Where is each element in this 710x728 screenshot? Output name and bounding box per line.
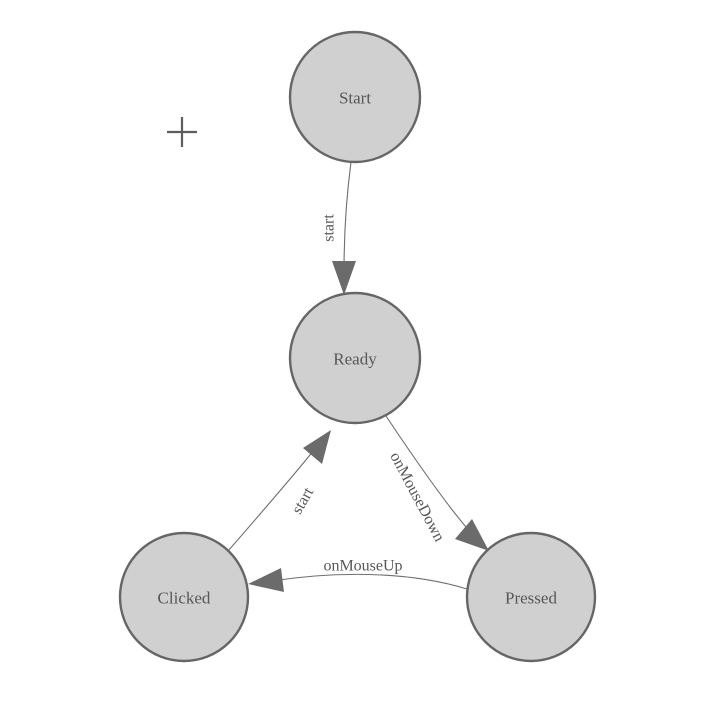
edge-label-ready-to-pressed: onMouseDown bbox=[386, 449, 447, 544]
node-pressed[interactable]: Pressed bbox=[465, 531, 597, 663]
edge-line bbox=[227, 449, 315, 552]
edge-start-to-ready[interactable]: start bbox=[321, 161, 357, 295]
node-label-pressed: Pressed bbox=[505, 589, 557, 608]
node-start[interactable]: Start bbox=[288, 30, 422, 164]
node-shape bbox=[288, 291, 422, 425]
node-clicked[interactable]: Clicked bbox=[118, 531, 250, 663]
crosshair-icon[interactable] bbox=[167, 117, 197, 147]
edge-clicked-to-ready[interactable]: start bbox=[227, 430, 331, 552]
node-shape bbox=[465, 531, 597, 663]
edge-line bbox=[343, 161, 352, 273]
edge-line bbox=[385, 415, 473, 535]
node-label-clicked: Clicked bbox=[158, 589, 211, 608]
arrow-head-icon bbox=[248, 568, 284, 592]
node-label-ready: Ready bbox=[333, 350, 377, 369]
arrow-head-icon bbox=[303, 430, 331, 464]
edge-ready-to-pressed[interactable]: onMouseDown bbox=[385, 415, 489, 551]
edge-label-pressed-to-clicked: onMouseUp bbox=[323, 558, 402, 575]
arrow-head-icon bbox=[332, 261, 356, 295]
node-ready[interactable]: Ready bbox=[288, 291, 422, 425]
node-shape bbox=[288, 30, 422, 164]
edge-line bbox=[271, 573, 468, 590]
arrow-head-icon bbox=[455, 519, 489, 551]
edge-pressed-to-clicked[interactable]: onMouseUp bbox=[248, 558, 468, 593]
node-shape bbox=[118, 531, 250, 663]
edge-label-clicked-to-ready: start bbox=[289, 484, 318, 517]
edge-label-start-to-ready: start bbox=[321, 214, 338, 242]
node-label-start: Start bbox=[339, 89, 371, 108]
